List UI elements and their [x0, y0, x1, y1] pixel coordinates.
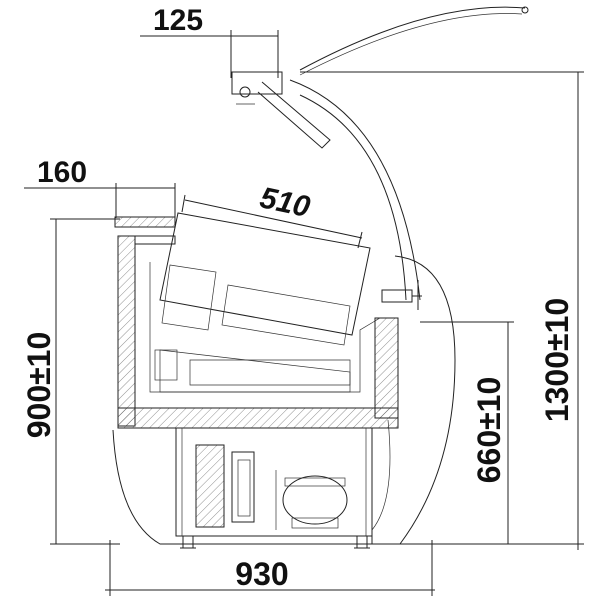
label-machine-height: 660±10	[471, 377, 507, 484]
dimension-glass-offset: 125	[140, 4, 279, 78]
case-body-outline	[112, 255, 456, 545]
label-glass-offset: 125	[153, 4, 203, 37]
top-shelf	[114, 216, 176, 228]
dimension-counter-height: 900±10	[21, 218, 120, 545]
front-bracket	[381, 280, 422, 310]
product-pans	[154, 212, 371, 393]
label-total-width: 930	[235, 556, 288, 592]
label-total-height: 1300±10	[539, 298, 575, 422]
label-counter-height: 900±10	[21, 332, 57, 439]
dimension-machine-height: 660±10	[420, 321, 514, 544]
lamp-housing	[231, 71, 331, 149]
condenser-unit	[195, 444, 255, 528]
dimension-total-width: 930	[105, 540, 435, 596]
label-top-shelf-width: 160	[37, 156, 87, 189]
front-glass	[289, 6, 529, 301]
dimension-top-shelf-width: 160	[24, 156, 176, 218]
insulated-tub	[117, 235, 399, 429]
inner-tub	[149, 262, 381, 393]
dimension-pan-length: 510	[181, 181, 363, 249]
feet	[180, 535, 370, 549]
machine-compartment	[175, 427, 373, 537]
compressor	[275, 470, 348, 530]
dimension-total-height: 1300±10	[300, 71, 584, 550]
